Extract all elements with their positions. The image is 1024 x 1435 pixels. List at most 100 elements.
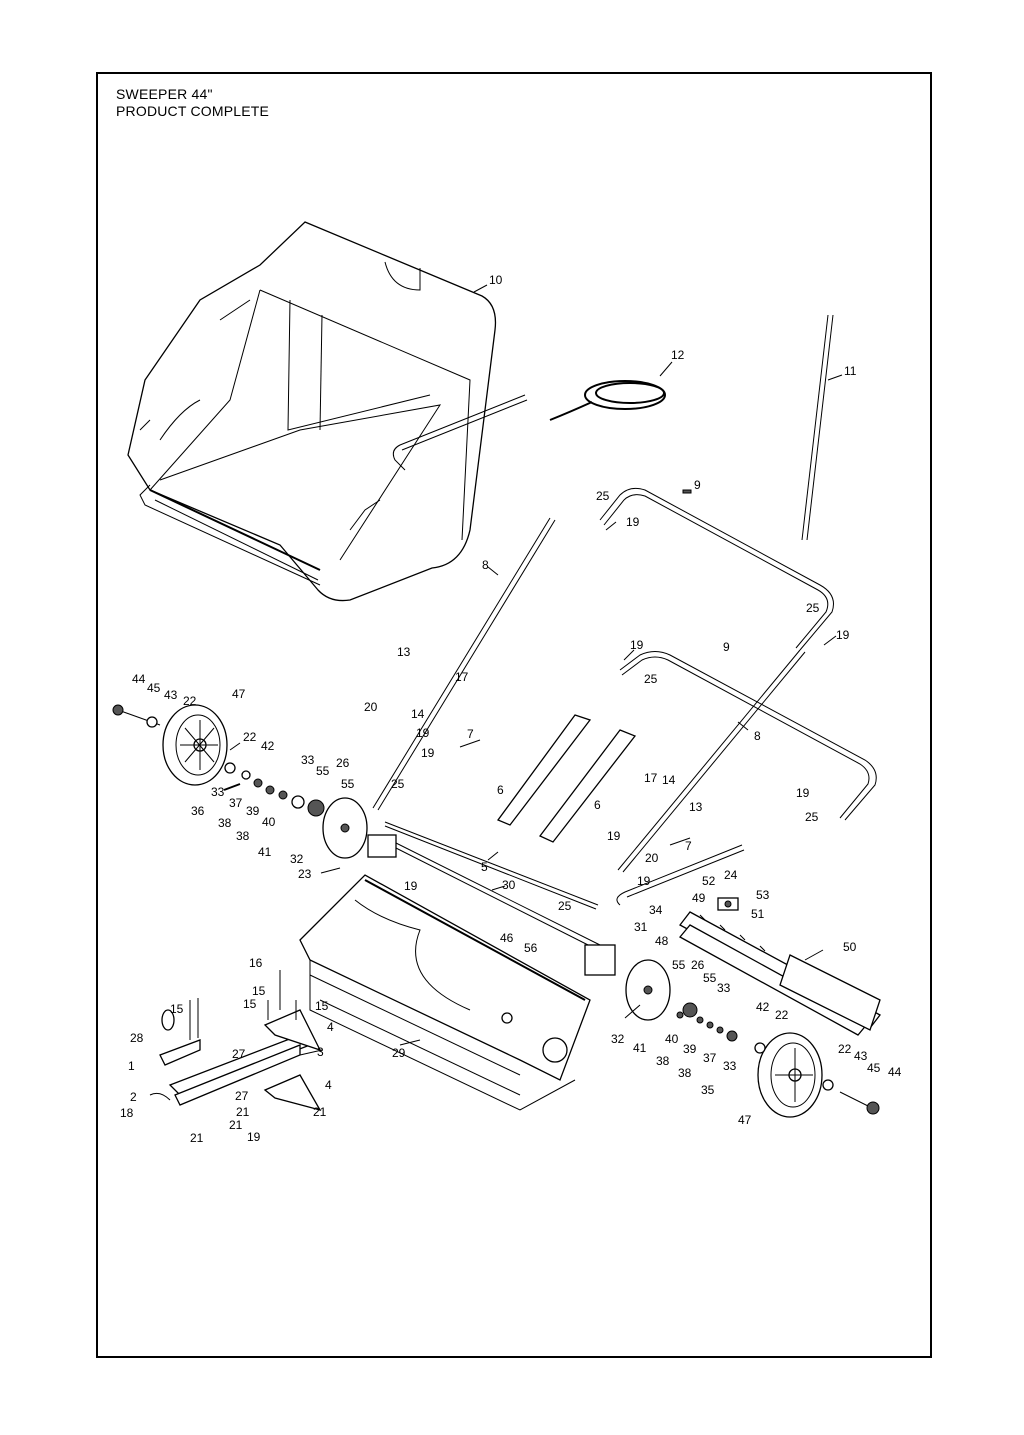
callout-25: 25 — [805, 810, 819, 824]
callout-1: 1 — [128, 1059, 135, 1073]
callout-33: 33 — [723, 1059, 737, 1073]
callout-38: 38 — [236, 829, 250, 843]
callout-3: 3 — [317, 1045, 324, 1059]
right-hub-plate — [584, 944, 671, 1021]
callout-22: 22 — [243, 730, 257, 744]
callout-6: 6 — [594, 798, 601, 812]
callout-45: 45 — [147, 681, 161, 695]
callout-8: 8 — [754, 729, 761, 743]
callout-56: 56 — [524, 941, 538, 955]
callout-38: 38 — [218, 816, 232, 830]
callout-55: 55 — [672, 958, 686, 972]
callout-23: 23 — [298, 867, 312, 881]
callout-10: 10 — [489, 273, 503, 287]
callout-44: 44 — [888, 1065, 902, 1079]
callout-11: 11 — [844, 364, 857, 378]
callout-19: 19 — [416, 726, 430, 740]
callout-40: 40 — [665, 1032, 679, 1046]
callout-52: 52 — [702, 874, 716, 888]
callout-17: 17 — [644, 771, 658, 785]
callout-30: 30 — [502, 878, 516, 892]
callout-17: 17 — [455, 670, 469, 684]
callout-19: 19 — [247, 1130, 261, 1144]
callout-32: 32 — [290, 852, 304, 866]
callout-38: 38 — [656, 1054, 670, 1068]
callout-22: 22 — [183, 694, 197, 708]
callout-50: 50 — [843, 940, 857, 954]
brace-left — [392, 394, 528, 471]
callout-42: 42 — [261, 739, 275, 753]
callout-19: 19 — [421, 746, 435, 760]
callout-38: 38 — [678, 1066, 692, 1080]
callout-19: 19 — [637, 874, 651, 888]
callout-48: 48 — [655, 934, 669, 948]
callout-12: 12 — [671, 348, 685, 362]
callout-25: 25 — [644, 672, 658, 686]
right-wheel — [757, 1032, 823, 1118]
left-hub-plate — [322, 797, 397, 859]
callout-25: 25 — [391, 777, 405, 791]
callout-20: 20 — [645, 851, 659, 865]
callout-43: 43 — [164, 688, 178, 702]
callout-15: 15 — [243, 997, 257, 1011]
callout-55: 55 — [316, 764, 330, 778]
diagram-title: SWEEPER 44" PRODUCT COMPLETE — [116, 86, 269, 120]
callout-8: 8 — [482, 558, 489, 572]
callout-2: 2 — [130, 1090, 137, 1104]
callout-15: 15 — [315, 999, 329, 1013]
callout-27: 27 — [232, 1047, 246, 1061]
handle-tube-right — [617, 649, 806, 873]
callout-9: 9 — [694, 478, 701, 492]
callout-15: 15 — [170, 1002, 184, 1016]
callout-53: 53 — [756, 888, 770, 902]
callout-29: 29 — [392, 1046, 406, 1060]
callout-49: 49 — [692, 891, 706, 905]
callout-24: 24 — [724, 868, 738, 882]
left-wheel — [162, 704, 228, 786]
title-line-1: SWEEPER 44" — [116, 86, 213, 102]
callout-33: 33 — [717, 981, 731, 995]
callout-47: 47 — [738, 1113, 752, 1127]
callout-19: 19 — [607, 829, 621, 843]
callout-26: 26 — [691, 958, 705, 972]
callout-25: 25 — [558, 899, 572, 913]
callout-43: 43 — [854, 1049, 868, 1063]
cord — [549, 380, 666, 421]
callout-33: 33 — [211, 785, 225, 799]
left-wheel-hardware — [112, 704, 325, 817]
callout-18: 18 — [120, 1106, 134, 1120]
callout-33: 33 — [301, 753, 315, 767]
side-plate-b — [538, 729, 637, 843]
callout-13: 13 — [689, 800, 703, 814]
callout-37: 37 — [229, 796, 243, 810]
callout-19: 19 — [404, 879, 418, 893]
callout-41: 41 — [633, 1041, 647, 1055]
callout-21: 21 — [236, 1105, 250, 1119]
leader-lines — [229, 284, 843, 1056]
callout-6: 6 — [497, 783, 504, 797]
rod — [801, 314, 834, 541]
callout-51: 51 — [751, 907, 765, 921]
callout-25: 25 — [806, 601, 820, 615]
brace-right — [616, 844, 745, 906]
handle-tube-left — [372, 517, 556, 811]
callout-37: 37 — [703, 1051, 717, 1065]
callout-45: 45 — [867, 1061, 881, 1075]
callout-21: 21 — [313, 1105, 327, 1119]
callout-22: 22 — [775, 1008, 789, 1022]
callout-4: 4 — [325, 1078, 332, 1092]
callout-39: 39 — [683, 1042, 697, 1056]
callout-19: 19 — [626, 515, 640, 529]
callout-9: 9 — [723, 640, 730, 654]
callout-44: 44 — [132, 672, 146, 686]
right-wheel-hardware — [676, 1002, 880, 1115]
long-rod — [384, 821, 599, 910]
callout-7: 7 — [685, 839, 692, 853]
callout-7: 7 — [467, 727, 474, 741]
callout-14: 14 — [662, 773, 676, 787]
callout-26: 26 — [336, 756, 350, 770]
callout-47: 47 — [232, 687, 246, 701]
callout-39: 39 — [246, 804, 260, 818]
callout-28: 28 — [130, 1031, 144, 1045]
